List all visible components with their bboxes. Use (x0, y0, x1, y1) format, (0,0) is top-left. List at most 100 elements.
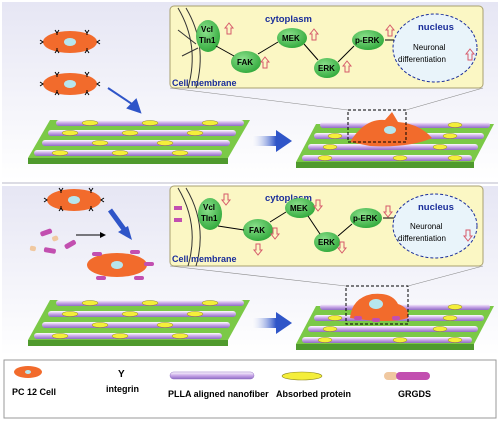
grgds-peptide (40, 228, 53, 237)
legend-integrin-symbol: Y (118, 369, 125, 380)
bottom-cytoplasm-label: cytoplasm (265, 193, 312, 204)
cell-nucleus (384, 126, 396, 134)
bottom-fak-node (243, 219, 273, 241)
bottom-arrow-erk-perk (337, 223, 353, 237)
top-membrane-label: Cell membrane (172, 78, 237, 88)
bottom-erk-label: ERK (318, 238, 335, 247)
top-outcome-line2: differentiation (398, 55, 446, 64)
top-arrow-fak-mek (257, 41, 279, 55)
cell-nucleus (68, 196, 80, 204)
legend-cell-label: PC 12 Cell (12, 387, 56, 397)
top-erk-label: ERK (318, 64, 335, 73)
hollow-down-arrow-icon (269, 227, 281, 240)
cell-nucleus (111, 261, 123, 269)
bottom-vcl-label: Vcl (203, 203, 215, 212)
bottom-membrane-label: Cell membrane (172, 254, 237, 264)
hollow-down-arrow-icon (462, 229, 474, 242)
bottom-vcl-tln1-node (198, 198, 222, 230)
bottom-down-arrow-head (118, 226, 132, 240)
top-process-arrow (252, 130, 292, 152)
bottom-zoom-box (345, 285, 409, 325)
bottom-arrow-fak-mek (269, 211, 287, 223)
legend-grgds-swatch (396, 372, 430, 380)
bottom-fak-label: FAK (249, 226, 265, 235)
top-down-arrow (107, 87, 142, 114)
top-panel: cytoplasm Cell membrane Vcl Tln1 FAK MEK… (28, 5, 494, 168)
bottom-zoom-connector (169, 265, 347, 287)
top-cells (39, 29, 101, 96)
hollow-down-arrow-icon (252, 243, 264, 256)
bottom-outcome-line1: Neuronal (410, 222, 443, 231)
bottom-arrow-vcl-fak (217, 225, 245, 231)
integrin-icons (39, 29, 101, 96)
top-erk-node (314, 58, 340, 78)
hollow-up-arrow-icon (308, 28, 320, 41)
grgds-icon (174, 206, 182, 210)
scaffold-platform (28, 120, 250, 158)
bottom-perk-node (350, 208, 382, 228)
top-mek-label: MEK (282, 34, 300, 43)
legend-protein-label: Absorbed protein (276, 389, 351, 399)
bottom-arrow-mek-erk (307, 215, 321, 235)
scaffold-platform (28, 300, 250, 340)
bottom-mek-node (285, 198, 315, 218)
scaffold-platform-side (28, 158, 228, 164)
legend-fiber-swatch (169, 371, 255, 380)
bottom-mek-label: MEK (290, 204, 308, 213)
scaffold-platform-side (296, 162, 474, 168)
grgds-peptide (64, 240, 76, 249)
bottom-tln1-label: Tln1 (201, 214, 218, 223)
top-vcl-label: Vcl (201, 25, 213, 34)
bottom-down-arrows (220, 193, 474, 256)
hollow-down-arrow-icon (336, 241, 348, 254)
bottom-callout: cytoplasm Cell membrane Vcl Tln1 FAK MEK… (169, 185, 484, 267)
top-fak-label: FAK (237, 58, 253, 67)
bottom-panel: cytoplasm Cell membrane Vcl Tln1 FAK MEK… (28, 185, 494, 350)
absorbed-proteins (317, 122, 463, 161)
bottom-process-arrow (252, 312, 292, 334)
bottom-erk-node (314, 232, 340, 252)
top-integrin-icon (177, 29, 199, 57)
top-mek-node (277, 28, 307, 48)
bottom-outcome-line2: differentiation (398, 234, 446, 243)
top-arrow-vcl-fak (215, 45, 235, 57)
top-arrow-erk-perk (337, 45, 355, 63)
legend-integrin-label: integrin (106, 384, 139, 394)
legend-box (3, 359, 497, 419)
hollow-down-arrow-icon (312, 199, 324, 212)
top-perk-label: p-ERK (355, 36, 380, 45)
bottom-cells (29, 187, 154, 280)
legend-protein-swatch (281, 371, 323, 381)
scaffold-platform-side (296, 344, 474, 350)
free-grgds-peptides (29, 228, 76, 254)
top-left-scaffold (28, 120, 250, 164)
top-tln1-label: Tln1 (199, 36, 216, 45)
top-nucleus-label: nucleus (418, 22, 454, 33)
bottom-zoom-connector (407, 265, 484, 287)
top-zoom-connector (169, 87, 349, 111)
thin-arrow-head (100, 232, 106, 238)
legend: PC 12 Cell Y integrin PLLA aligned nanof… (3, 359, 497, 419)
legend-fiber-label: PLLA aligned nanofiber (168, 389, 269, 399)
absorbed-proteins (317, 304, 463, 343)
hollow-up-arrow-icon (384, 24, 396, 37)
absorbed-proteins (51, 300, 219, 339)
top-fak-node (231, 51, 261, 73)
hollow-down-arrow-icon (382, 205, 394, 218)
hollow-up-arrow-icon (464, 48, 476, 61)
cell-nucleus (64, 80, 76, 88)
scaffold-platform-side (28, 340, 228, 346)
top-arrow-mek-erk (303, 43, 319, 61)
top-callout: cytoplasm Cell membrane Vcl Tln1 FAK MEK… (169, 5, 484, 89)
integrin-icons (43, 187, 105, 212)
bottom-left-scaffold (28, 300, 250, 346)
top-right-scaffold (169, 87, 494, 168)
cell-nucleus (369, 299, 383, 309)
bottom-right-scaffold (169, 265, 494, 350)
top-up-arrows (223, 22, 476, 73)
top-zoom-connector (405, 87, 484, 111)
top-nucleus (392, 13, 478, 83)
hollow-down-arrow-icon (220, 193, 232, 206)
